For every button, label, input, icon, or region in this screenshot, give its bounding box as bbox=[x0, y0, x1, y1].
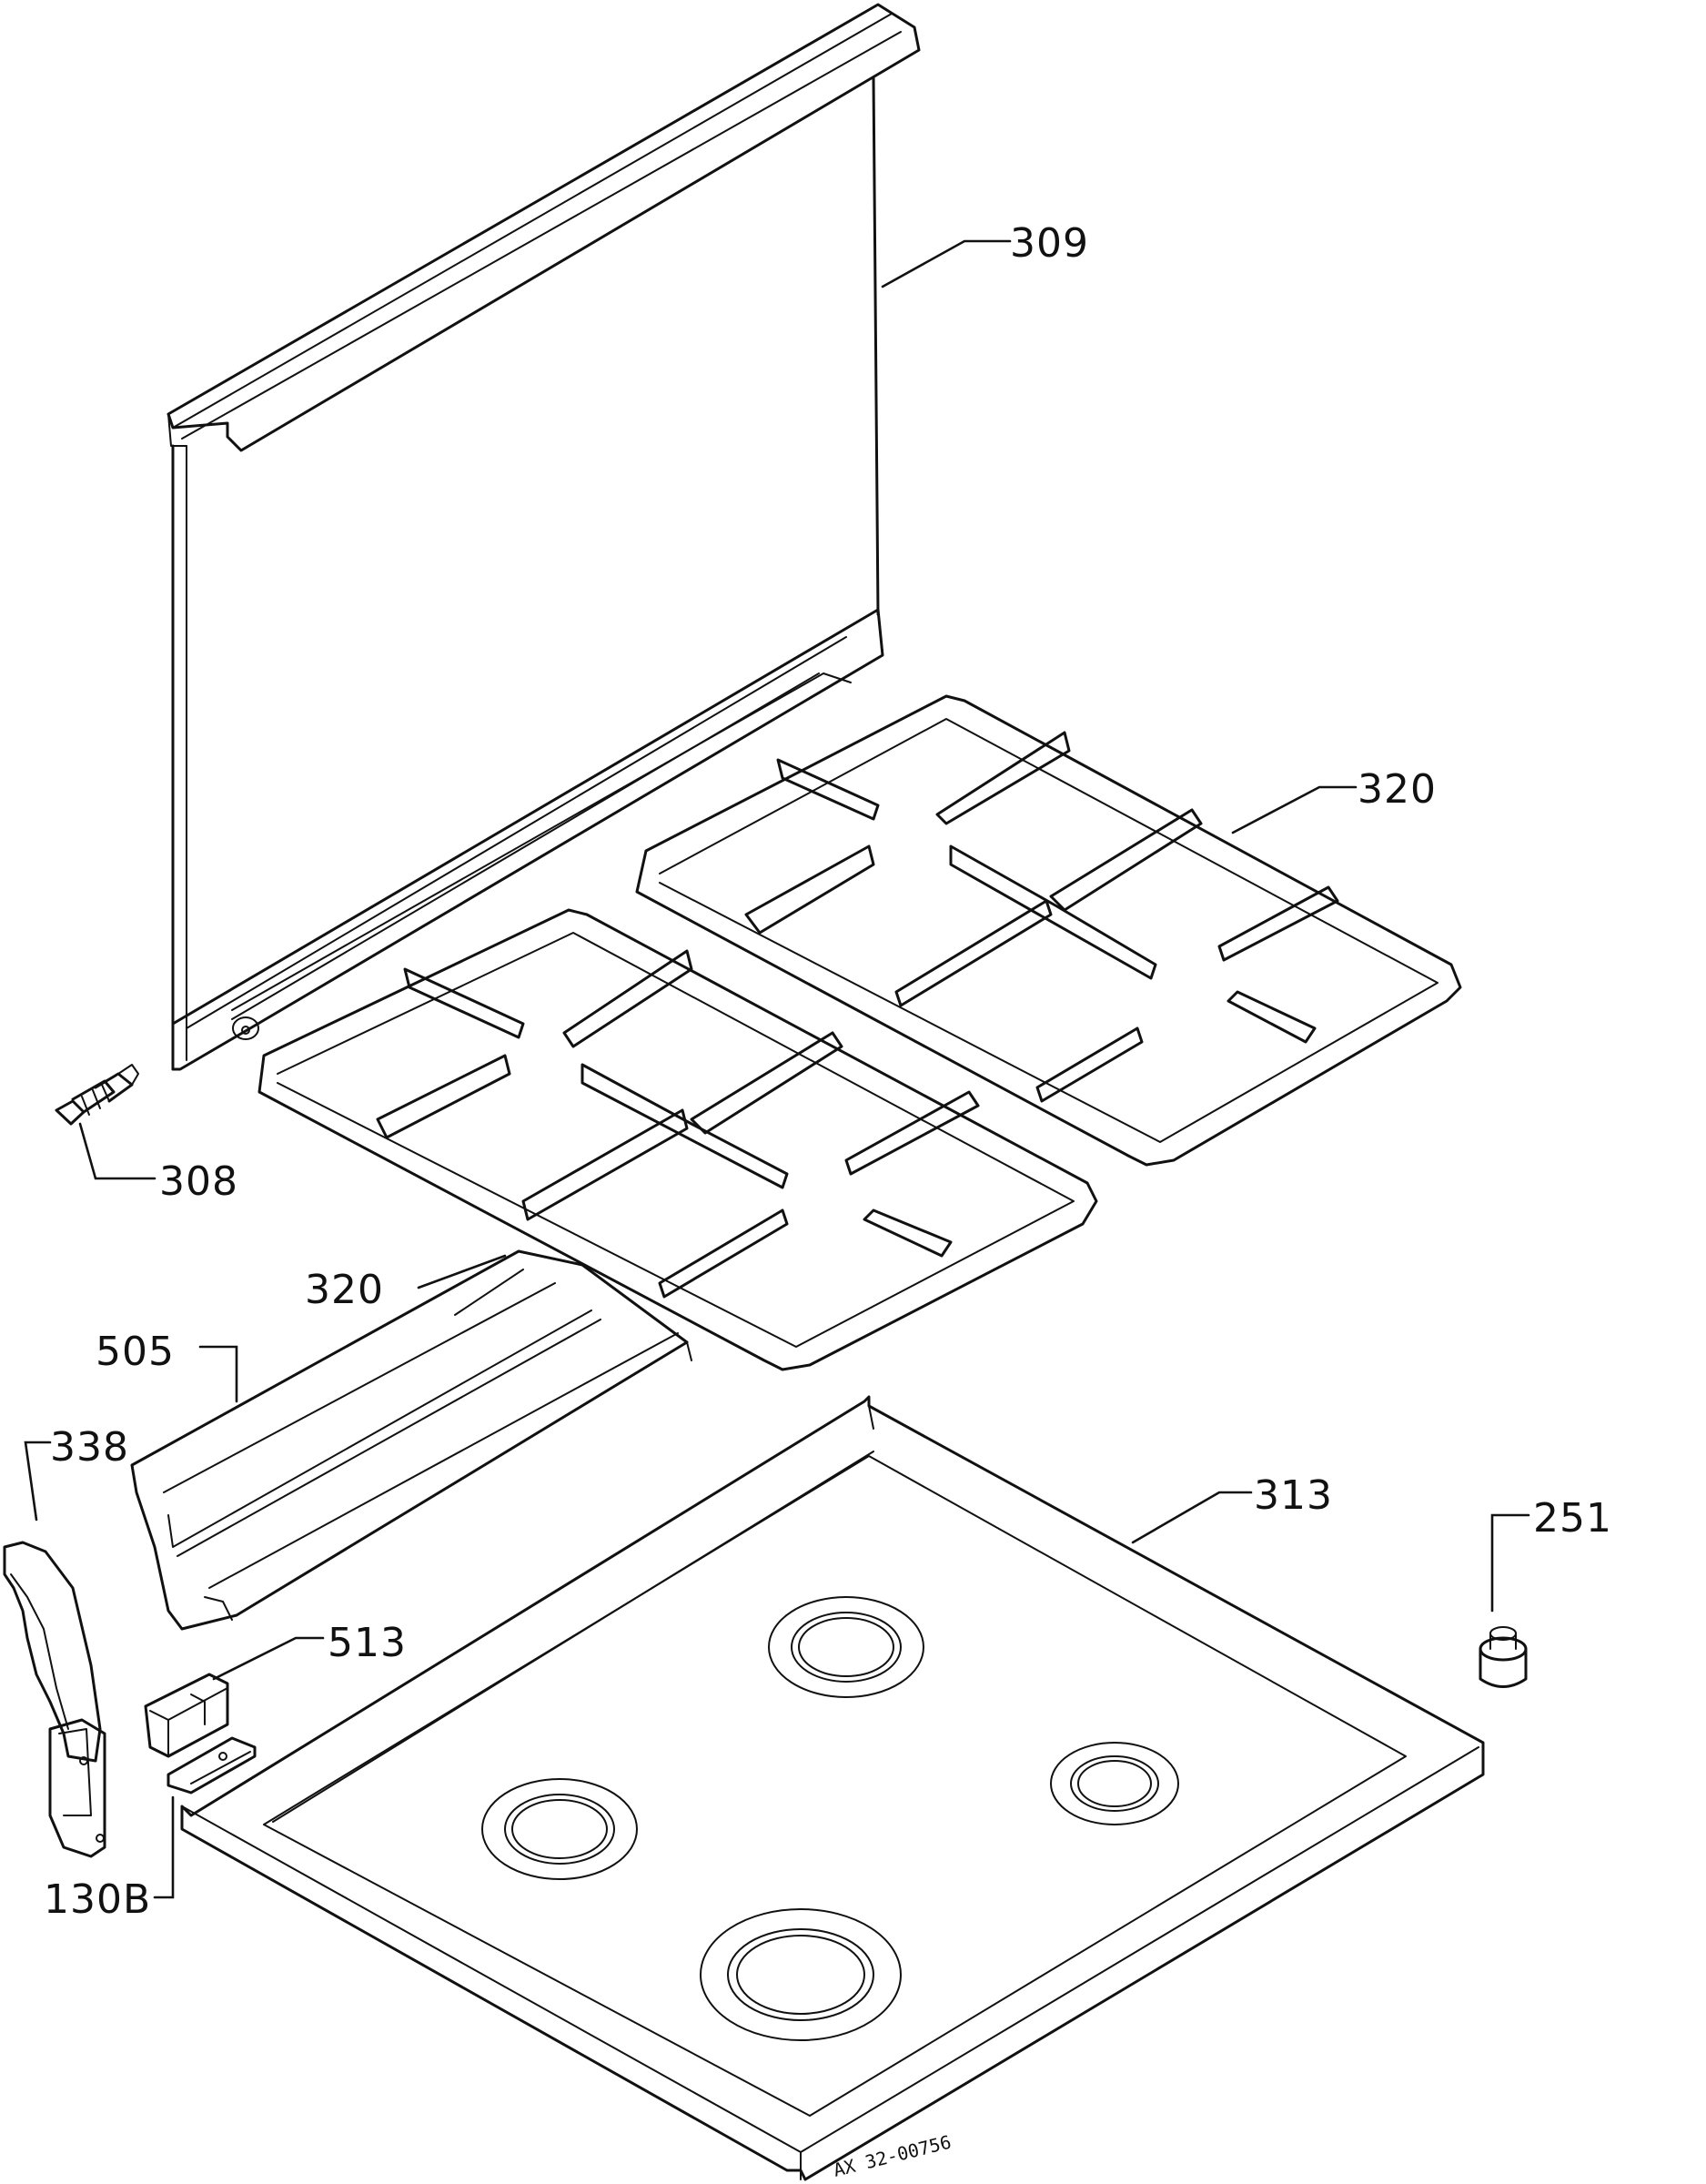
label-313: 313 bbox=[1254, 1472, 1333, 1519]
injector-308 bbox=[55, 1064, 139, 1126]
label-513: 513 bbox=[328, 1620, 407, 1666]
label-320-right: 320 bbox=[1358, 766, 1437, 813]
side-bracket-338 bbox=[3, 1541, 106, 1858]
label-320-left: 320 bbox=[305, 1267, 384, 1313]
pan-support-320-left bbox=[257, 908, 1098, 1371]
hob-top-313 bbox=[180, 1395, 1485, 2181]
label-309: 309 bbox=[1010, 220, 1089, 267]
switch-block-513 bbox=[144, 1673, 229, 1758]
leader-lines bbox=[24, 239, 1530, 1899]
part-labels: 309 320 308 320 505 338 313 251 513 130B… bbox=[44, 220, 1612, 2181]
label-308: 308 bbox=[159, 1158, 238, 1205]
glass-lid-309 bbox=[167, 3, 921, 1071]
control-strip-505 bbox=[130, 1249, 692, 1631]
label-505: 505 bbox=[96, 1329, 175, 1375]
drawing-number: AX 32-00756 bbox=[831, 2131, 953, 2181]
label-130b: 130B bbox=[44, 1876, 151, 1923]
label-251: 251 bbox=[1533, 1495, 1612, 1542]
pan-support-320-right bbox=[635, 694, 1462, 1167]
foot-251 bbox=[1479, 1626, 1528, 1688]
spring-clip-130b bbox=[167, 1736, 257, 1795]
label-338: 338 bbox=[50, 1424, 129, 1471]
